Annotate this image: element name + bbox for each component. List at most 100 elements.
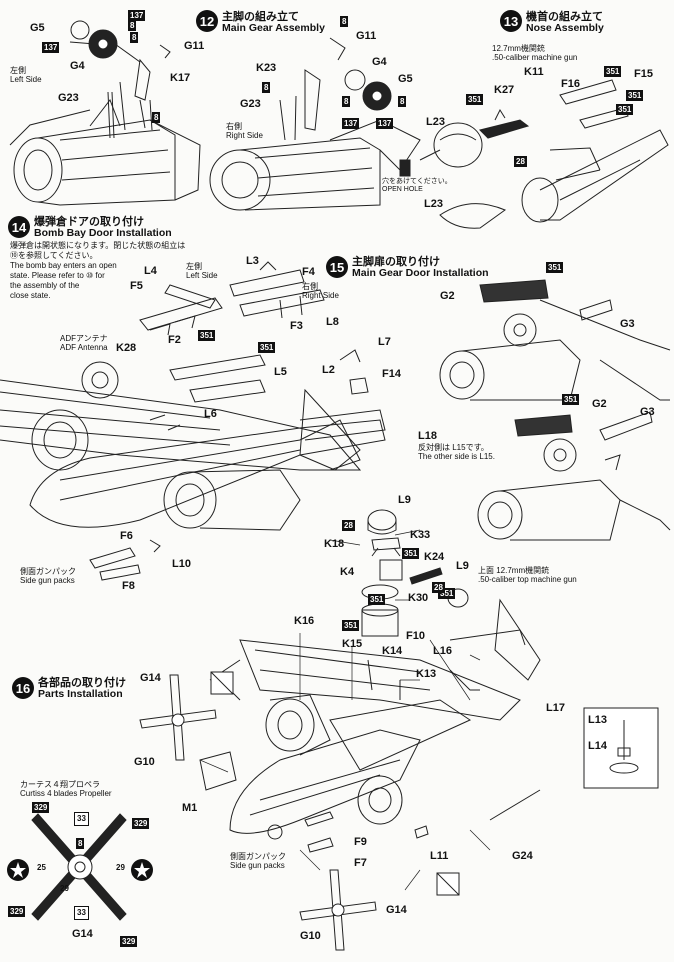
- paint-code-badge: 8: [152, 112, 161, 123]
- step-15-number: 15: [326, 256, 348, 278]
- paint-code-badge: 351: [402, 548, 420, 559]
- leader-lines: [199, 529, 491, 891]
- step-12-title: Main Gear Assembly: [222, 22, 325, 34]
- part-label: F9: [354, 836, 367, 848]
- paint-code-badge: 351: [562, 394, 580, 405]
- part-label: G14: [386, 904, 407, 916]
- part-label: K27: [494, 84, 515, 96]
- step-13-title-jp: 機首の組み立て: [526, 11, 603, 23]
- part-label: K17: [170, 72, 191, 84]
- paint-code-badge: 351: [258, 342, 276, 353]
- part-label: F7: [354, 857, 367, 869]
- paint-code-badge: 137: [376, 118, 394, 129]
- nose-drawing: [399, 79, 669, 229]
- part-label: K33: [410, 529, 431, 541]
- paint-code-badge: 329: [120, 936, 138, 947]
- step-15-title-jp: 主脚扉の取り付け: [352, 256, 440, 268]
- part-label: L16: [433, 645, 452, 657]
- decal-number: 25: [37, 863, 46, 872]
- paint-code-badge: 329: [32, 802, 50, 813]
- part-label: L17: [546, 702, 565, 714]
- part-label: L9: [456, 560, 469, 572]
- part-label: F2: [168, 334, 181, 346]
- part-label: L14: [588, 740, 607, 752]
- part-label: K28: [116, 342, 137, 354]
- paint-code-badge: 8: [340, 16, 349, 27]
- step-14-number: 14: [8, 216, 30, 238]
- hatched-boxes: [210, 671, 460, 896]
- star-insignia: [7, 859, 153, 881]
- part-label: L23: [426, 116, 445, 128]
- paint-code-badge: 329: [8, 906, 26, 917]
- step-12-number: 12: [196, 10, 218, 32]
- part-label: G23: [58, 92, 79, 104]
- paint-code-badge: 351: [342, 620, 360, 631]
- part-label: K4: [340, 566, 355, 578]
- paint-code-badge: 28: [432, 582, 445, 593]
- part-label: G14: [72, 928, 93, 940]
- final-aircraft-drawing: [199, 598, 541, 853]
- part-label: K30: [408, 592, 429, 604]
- part-label: L11: [430, 850, 449, 862]
- step-13-title: Nose Assembly: [526, 22, 604, 34]
- part-label: F3: [290, 320, 303, 332]
- part-label: F16: [561, 78, 580, 90]
- paint-code-badge: 137: [128, 10, 146, 21]
- part-label: K23: [256, 62, 277, 74]
- paint-code-badge: 8: [130, 32, 139, 43]
- left-nacelle-drawing: [9, 81, 201, 206]
- top-mg-label: 上面 12.7mm機関銃.50-caliber top machine gun: [478, 566, 577, 585]
- part-label: L5: [274, 366, 287, 378]
- part-label: G4: [70, 60, 85, 72]
- main-aircraft-drawing: [0, 354, 386, 581]
- part-label: K15: [342, 638, 363, 650]
- paint-code-badge: 137: [42, 42, 60, 53]
- part-label: K14: [382, 645, 403, 657]
- top-turret-drawing: [361, 509, 469, 637]
- gear-door-drawing: [439, 279, 671, 541]
- part-label: K11: [524, 66, 544, 78]
- part-label: F8: [122, 580, 135, 592]
- part-label: K16: [294, 615, 315, 627]
- step-14-title-jp: 爆弾倉ドアの取り付け: [34, 216, 144, 228]
- step-16-title-jp: 各部品の取り付け: [38, 677, 126, 689]
- part-label: G4: [372, 56, 387, 68]
- bomb-bay-door-drawing: [139, 261, 325, 336]
- part-label: L9: [398, 494, 411, 506]
- part-label: F4: [302, 266, 315, 278]
- part-label: G11: [184, 40, 205, 52]
- open-hole-label: 穴をあけてください。OPEN HOLE: [382, 178, 452, 194]
- part-label: G5: [398, 73, 413, 85]
- part-label: F14: [382, 368, 401, 380]
- part-label: L4: [144, 265, 157, 277]
- part-label: G10: [300, 930, 321, 942]
- paint-code-badge: 8: [76, 838, 85, 849]
- decal-number: 29: [116, 863, 125, 872]
- paint-code-badge: 137: [342, 118, 360, 129]
- paint-code-badge: 28: [342, 520, 355, 531]
- part-label: F15: [634, 68, 653, 80]
- part-label: M1: [182, 802, 198, 814]
- paint-code-badge: 351: [466, 94, 484, 105]
- part-label: L23: [424, 198, 443, 210]
- part-label: K18: [324, 538, 345, 550]
- paint-code-badge: 351: [616, 104, 634, 115]
- paint-code-badge: 351: [198, 330, 216, 341]
- decal-number: 33: [74, 812, 89, 826]
- part-label: L6: [204, 408, 217, 420]
- antenna-inset-drawing: [583, 707, 659, 789]
- mg-label: 12.7mm機関銃.50-caliber machine gun: [492, 44, 578, 63]
- paint-code-badge: 28: [514, 156, 527, 167]
- step-13-number: 13: [500, 10, 522, 32]
- part-label: L8: [326, 316, 339, 328]
- part-label: L2: [322, 364, 335, 376]
- bomb-bay-note: 爆弾倉は開状態になります。閉じた状態の組立は ⑩を参照してください。 The b…: [10, 241, 186, 300]
- step-14-title: Bomb Bay Door Installation: [34, 227, 172, 239]
